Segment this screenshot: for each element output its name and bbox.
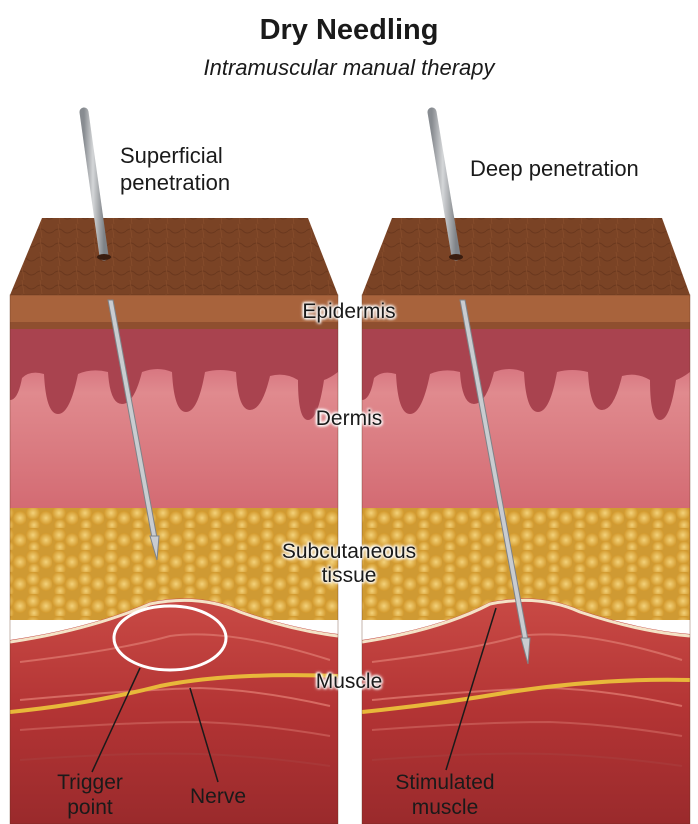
diagram-title: Dry Needling — [259, 14, 439, 46]
stimulated-muscle-callout-line — [445, 607, 497, 771]
muscle-label: Muscle — [315, 670, 383, 693]
left-nerve — [10, 673, 338, 714]
left-heading-line2: penetration — [120, 170, 231, 195]
nerve-label: Nerve — [189, 785, 247, 808]
subcutaneous-label: Subcutaneous tissue — [0, 540, 698, 588]
stimulated-muscle-label-line2: muscle — [411, 796, 479, 819]
trigger-point-label-line2: point — [67, 796, 113, 819]
trigger-point-callout-line — [91, 667, 141, 773]
right-tissue-block — [361, 218, 691, 824]
left-heading-line1: Superficial — [120, 143, 223, 168]
right-heading: Deep penetration — [470, 156, 639, 181]
subcutaneous-label-line2: tissue — [321, 564, 377, 587]
subcutaneous-label-line1: Subcutaneous — [281, 540, 417, 563]
left-papillae — [10, 329, 338, 420]
trigger-point-label-line1: Trigger — [57, 771, 123, 794]
right-nerve — [362, 677, 690, 714]
trigger-point-label: Trigger point — [40, 770, 140, 820]
left-tissue-block — [9, 218, 339, 824]
right-muscle-layer — [362, 598, 690, 824]
trigger-point-circle — [112, 604, 228, 672]
left-skin-top-surface — [10, 218, 338, 295]
left-muscle-layer — [10, 598, 338, 824]
diagram-subtitle: Intramuscular manual therapy — [203, 55, 495, 80]
epidermis-label: Epidermis — [302, 300, 396, 323]
left-heading: Superficial penetration — [120, 142, 230, 196]
left-needle — [79, 107, 160, 561]
right-papillae — [362, 329, 690, 420]
right-needle — [427, 107, 531, 665]
stimulated-muscle-label-line1: Stimulated — [395, 771, 495, 794]
dermis-label: Dermis — [315, 407, 383, 430]
nerve-callout-line — [189, 687, 219, 783]
stimulated-muscle-label: Stimulated muscle — [380, 770, 510, 820]
right-skin-top-surface — [362, 218, 690, 295]
